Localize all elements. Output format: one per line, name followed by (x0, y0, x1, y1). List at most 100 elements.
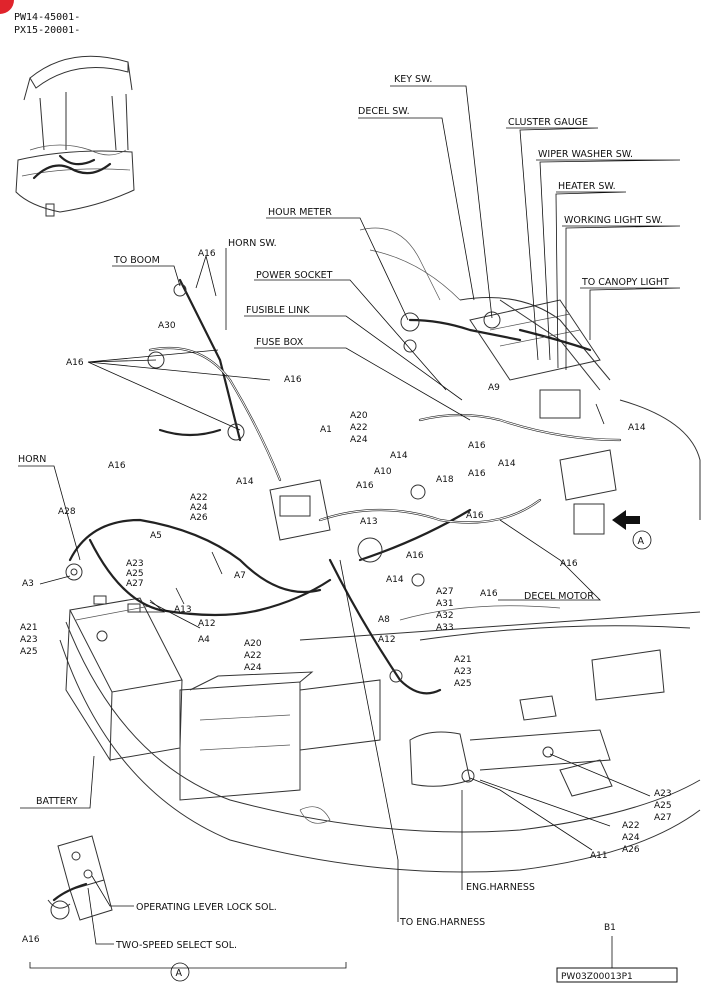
label-to-canopy-light: TO CANOPY LIGHT (581, 277, 669, 288)
callout-labels: KEY SW. DECEL SW. CLUSTER GAUGE WIPER WA… (18, 74, 669, 951)
code-a27-stack-4: A33 (436, 623, 454, 633)
code-b1: B1 (604, 923, 616, 933)
code-a14: A14 (498, 459, 516, 469)
code-a22-stack-1: A22 (190, 493, 208, 503)
code-a4: A4 (198, 635, 210, 645)
code-a14: A14 (386, 575, 404, 585)
code-a12: A12 (198, 619, 216, 629)
code-a27-stack-2: A31 (436, 599, 454, 609)
code-a10: A10 (374, 467, 392, 477)
code-a13: A13 (174, 605, 192, 615)
drawing-number-box (556, 967, 678, 983)
code-a5: A5 (150, 531, 162, 541)
code-a18: A18 (436, 475, 454, 485)
decel-motor (559, 449, 617, 535)
label-decel-sw: DECEL SW. (358, 106, 410, 117)
label-hour-meter: HOUR METER (268, 207, 332, 218)
code-a16: A16 (468, 469, 486, 479)
horn (65, 563, 83, 581)
code-a8: A8 (378, 615, 390, 625)
machine-thumbnail (15, 55, 135, 217)
code-a21-right-1: A21 (454, 655, 472, 665)
code-a30: A30 (158, 321, 176, 331)
code-a16: A16 (22, 935, 40, 945)
code-a22-right-2: A24 (622, 833, 640, 843)
frame-structure (59, 227, 701, 873)
serial-line-2: PX15-20001- (14, 25, 80, 36)
label-operating-lever-lock-sol: OPERATING LEVER LOCK SOL. (136, 902, 277, 913)
code-a21-right-3: A25 (454, 679, 472, 689)
code-a22-right-1: A22 (622, 821, 640, 831)
code-a22-stack-2: A24 (190, 503, 208, 513)
part-code-callouts: A16 A30 A16 A16 A20 A22 A24 A1 A9 A14 A1… (20, 249, 672, 945)
label-fusible-link: FUSIBLE LINK (246, 305, 310, 316)
code-a28: A28 (58, 507, 76, 517)
leader-lines (18, 85, 681, 968)
fuse-box (269, 479, 331, 541)
code-a23-stack-1: A23 (126, 559, 144, 569)
label-horn-sw: HORN SW. (228, 238, 277, 249)
page-corner-badge (0, 0, 14, 14)
code-a7: A7 (234, 571, 246, 581)
code-a21-right-2: A23 (454, 667, 472, 677)
code-a27-stack-1: A27 (436, 587, 454, 597)
code-a22-stack-3: A26 (190, 513, 208, 523)
code-a21-left-1: A21 (20, 623, 38, 633)
label-power-socket: POWER SOCKET (256, 270, 333, 281)
code-a16: A16 (108, 461, 126, 471)
label-key-sw: KEY SW. (394, 74, 432, 85)
code-a20-stack-2: A22 (350, 423, 368, 433)
code-a16: A16 (284, 375, 302, 385)
view-arrow-a (612, 510, 652, 550)
code-a23-right-2: A25 (654, 801, 672, 811)
code-a27-stack-3: A32 (436, 611, 454, 621)
code-a23-right-3: A27 (654, 813, 672, 823)
code-a23-stack-3: A27 (126, 579, 144, 589)
code-a16: A16 (480, 589, 498, 599)
code-a22-right-3: A26 (622, 845, 640, 855)
drawing-number: PW03Z00013P1 (561, 972, 633, 982)
serial-line-1: PW14-45001- (14, 12, 80, 23)
battery (65, 595, 183, 762)
code-a16: A16 (66, 358, 84, 368)
code-a16: A16 (560, 559, 578, 569)
code-a13: A13 (360, 517, 378, 527)
code-a23-right-1: A23 (654, 789, 672, 799)
code-a14: A14 (628, 423, 646, 433)
label-two-speed-select-sol: TWO-SPEED SELECT SOL. (115, 940, 237, 951)
dashboard-switch-cluster (469, 299, 601, 419)
code-a16: A16 (406, 551, 424, 561)
label-heater-sw: HEATER SW. (558, 181, 616, 192)
code-a14: A14 (236, 477, 254, 487)
label-wiper-washer-sw: WIPER WASHER SW. (538, 149, 633, 160)
label-fuse-box: FUSE BOX (256, 337, 304, 348)
code-a11: A11 (590, 851, 608, 861)
label-working-light-sw: WORKING LIGHT SW. (564, 215, 663, 226)
code-a21-left-2: A23 (20, 635, 38, 645)
code-a21-left-3: A25 (20, 647, 38, 657)
label-decel-motor: DECEL MOTOR (524, 591, 594, 602)
code-a16: A16 (198, 249, 216, 259)
code-a20-low-3: A24 (244, 663, 262, 673)
label-battery: BATTERY (36, 796, 78, 807)
code-a16: A16 (468, 441, 486, 451)
label-horn: HORN (18, 454, 46, 465)
code-a16: A16 (356, 481, 374, 491)
detail-marker-circle (170, 962, 190, 982)
code-a20-low-1: A20 (244, 639, 262, 649)
code-a20-stack-3: A24 (350, 435, 368, 445)
code-a12: A12 (378, 635, 396, 645)
detail-marker-a: A (176, 968, 183, 979)
label-cluster-gauge: CLUSTER GAUGE (508, 117, 588, 128)
code-a1: A1 (320, 425, 332, 435)
code-a20-stack-1: A20 (350, 411, 368, 421)
code-a14: A14 (390, 451, 408, 461)
code-a9: A9 (488, 383, 500, 393)
label-eng-harness: ENG.HARNESS (466, 882, 535, 893)
label-to-eng-harness: TO ENG.HARNESS (399, 917, 485, 928)
code-a16: A16 (466, 511, 484, 521)
code-a3: A3 (22, 579, 34, 589)
wire-harness (68, 278, 622, 695)
